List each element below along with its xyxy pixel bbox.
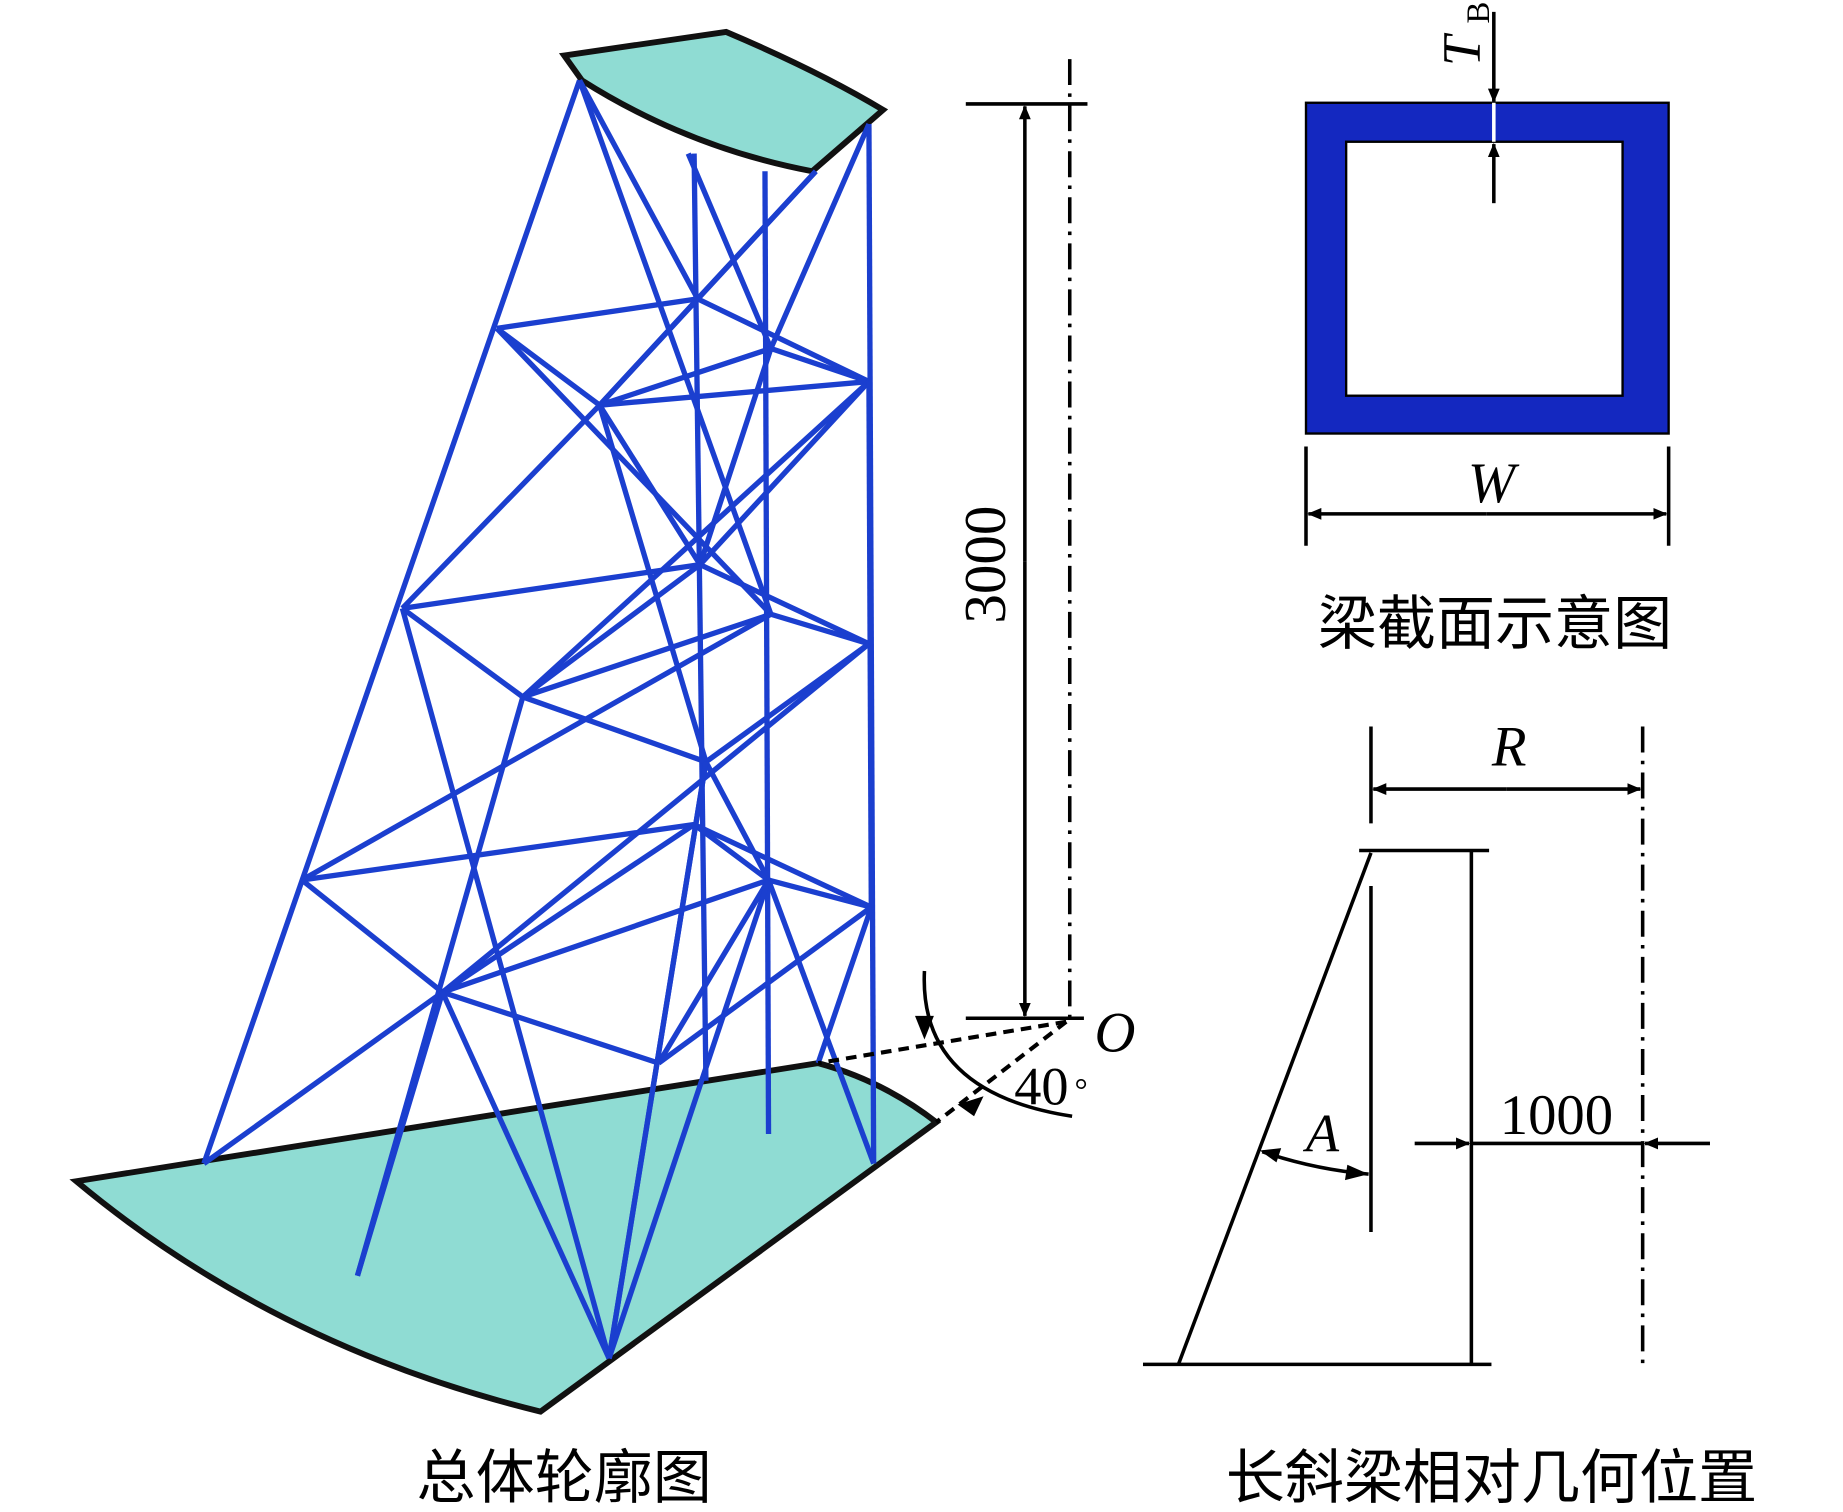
truss-member [597,403,703,567]
section-inner [1344,140,1624,397]
bottom-plate [69,1060,942,1415]
truss-member [577,79,774,616]
truss-member [300,877,445,995]
truss-member [768,122,872,350]
truss-member [300,611,773,883]
truss-member [441,877,770,995]
truss-beams [201,79,877,1360]
truss-member [770,345,870,385]
angle-arc-arrow [922,970,1073,1119]
truss-member [577,79,700,301]
angle-ray [817,1019,1067,1066]
truss-member [692,822,771,883]
truss-member [521,379,871,699]
truss-member [766,879,877,1165]
truss-member [441,989,660,1066]
truss-member [400,606,525,700]
truss-member [494,326,773,617]
offset-label: 1000 [1500,1084,1613,1147]
truss-member [301,821,695,883]
arrowhead [1259,1148,1282,1163]
angle-unit: ° [1074,1073,1087,1109]
truss-member [354,991,446,1277]
truss-member [767,877,872,910]
angle-value: 40 [1014,1056,1068,1116]
truss-member [441,822,696,995]
truss-member [703,760,771,882]
radius-label: R [1491,715,1527,778]
thickness-subscript: B [1461,2,1497,24]
truss-member [440,641,871,995]
truss-member [697,347,774,566]
truss-member [440,991,612,1360]
truss-member [399,607,612,1360]
geometry-caption: 长斜梁相对几何位置 [1226,1443,1757,1512]
truss-member [770,611,870,647]
truss-member [495,326,602,408]
top-plate [558,28,889,175]
truss-member [521,562,702,700]
truss-member [599,378,870,408]
truss-member [685,152,774,350]
angle-label: A [1303,1104,1340,1164]
truss-member [201,79,583,1165]
truss-member [521,611,772,700]
beam-section: T B W 梁截面示意图 [1304,2,1672,658]
arrowhead [957,1096,984,1117]
width-label: W [1468,452,1520,515]
overall-view: 3000 O 40 ° 总体轮廓图 [69,28,1136,1512]
overall-caption: 总体轮廓图 [417,1443,712,1512]
long-inclined-beam [1176,852,1373,1365]
truss-member [202,990,445,1166]
thickness-label: T B [1432,2,1497,67]
truss-member [400,403,602,611]
thickness-symbol: T [1432,32,1492,66]
truss-member [597,404,709,763]
section-caption: 梁截面示意图 [1318,589,1672,658]
truss-member [698,379,871,567]
truss-member [656,878,771,1065]
truss-member [401,562,701,611]
truss-member [606,761,709,1359]
truss-member [691,153,709,1081]
truss-member [496,296,699,332]
arrowhead [915,1015,934,1040]
truss-member [696,296,871,384]
truss-member [866,381,874,908]
truss-member [762,171,772,1135]
truss-member [521,694,707,765]
origin-label: O [1095,1001,1136,1064]
truss-member [657,905,873,1066]
angle-ray [935,1020,1068,1124]
height-dimension-label: 3000 [952,506,1018,624]
truss-member [598,345,772,408]
truss-member [692,822,873,910]
truss-member [606,879,772,1360]
arrowhead [1344,1164,1369,1181]
beam-geometry [1142,726,1710,1367]
truss-member [597,297,700,407]
truss-member [698,562,871,647]
